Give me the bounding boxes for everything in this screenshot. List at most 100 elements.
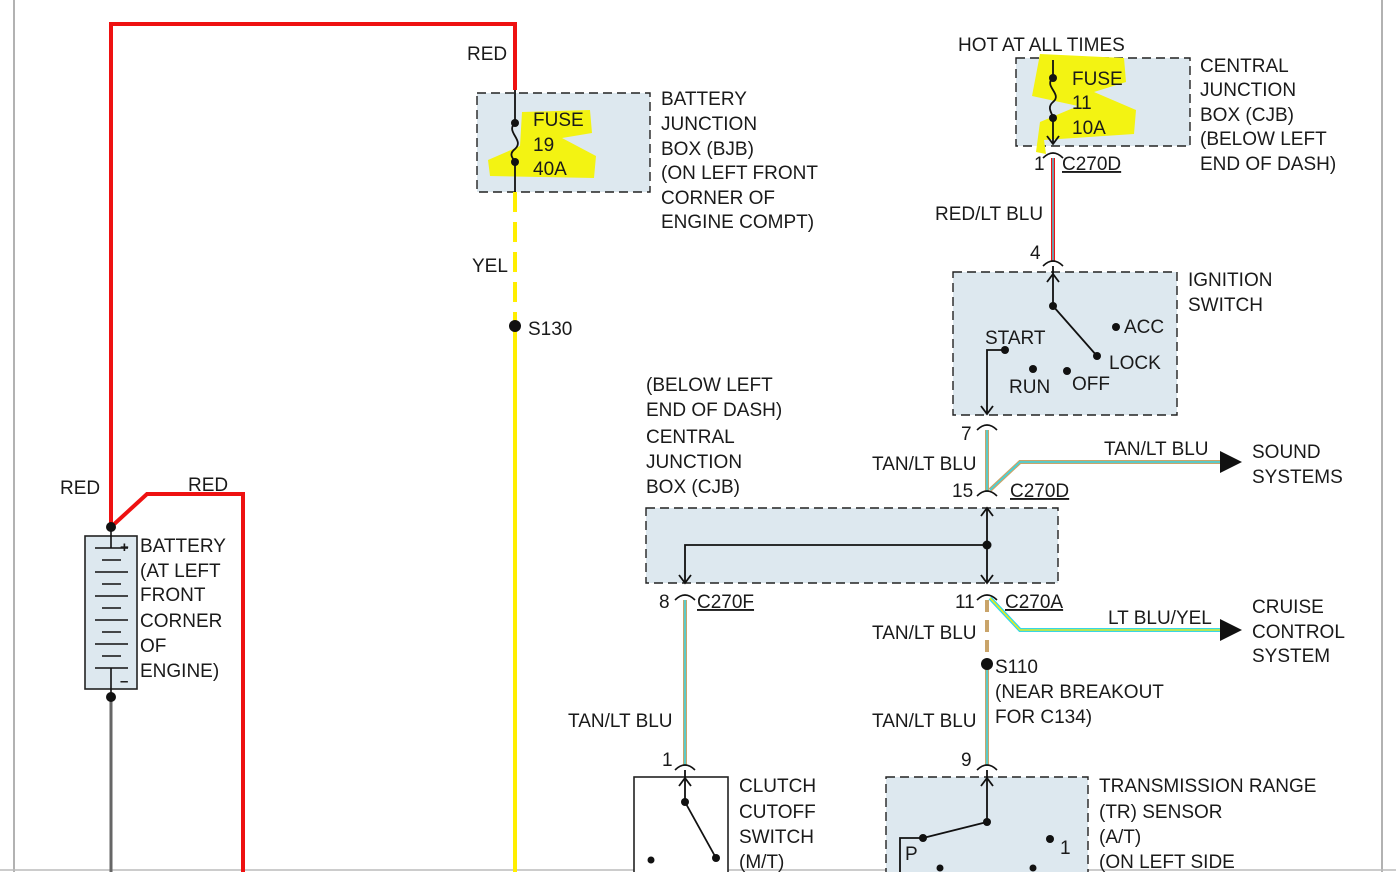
tan-lt-blu-s110-label: TAN/LT BLU	[872, 623, 977, 644]
tr-p-dot	[919, 834, 927, 842]
cjb-fuse-dot-bottom	[1049, 114, 1057, 122]
cruise-1: CONTROL	[1252, 622, 1345, 643]
battery-plus: +	[120, 539, 129, 556]
battery-neg-terminal	[106, 692, 116, 702]
clutch-desc-3: (M/T)	[739, 852, 784, 872]
battery-box	[84, 535, 138, 690]
ign-in-pin: 4	[1030, 243, 1041, 264]
clutch-desc-2: SWITCH	[739, 827, 814, 848]
battery-pos-terminal	[106, 522, 116, 532]
clutch-pivot-dot	[681, 798, 689, 806]
cruise-control-arrow	[1220, 619, 1242, 641]
tr-desc-0: TRANSMISSION RANGE	[1099, 776, 1316, 797]
cjb-lower-desc-4: BOX (CJB)	[646, 477, 740, 498]
bjb-fuse-dot-bottom	[511, 158, 519, 166]
bjb-fuse-dot-top	[511, 119, 519, 127]
clutch-contact-dot-2	[647, 856, 655, 864]
ign-start-label: START	[985, 328, 1046, 349]
tr-1-dot	[1046, 835, 1054, 843]
tr-desc-1: (TR) SENSOR	[1099, 802, 1223, 823]
c270f-name: C270F	[697, 592, 754, 613]
clutch-in-pin: 1	[662, 750, 673, 771]
red-lt-blu-label: RED/LT BLU	[935, 204, 1043, 225]
clutch-contact-dot	[712, 854, 720, 862]
bjb-desc-0: BATTERY	[661, 89, 747, 110]
cjb-lower-desc-3: JUNCTION	[646, 452, 742, 473]
tan-lt-blu-sound-label: TAN/LT BLU	[1104, 439, 1209, 460]
ign-off-label: OFF	[1072, 374, 1110, 395]
c270d-top-pin: 1	[1034, 154, 1045, 175]
bjb-fuse-number: 19	[533, 135, 554, 156]
sound-systems-0: SOUND	[1252, 442, 1321, 463]
s110-label: S110	[995, 657, 1038, 678]
s130-label: S130	[528, 319, 572, 340]
tan-lt-blu-wire-sound	[988, 460, 1222, 492]
red-top-label: RED	[467, 44, 507, 65]
cjb-fuse-rating: 10A	[1072, 118, 1106, 139]
tr-desc-2: (A/T)	[1099, 827, 1141, 848]
tr-dot-4	[1029, 864, 1037, 872]
red-battery-left-label: RED	[60, 478, 100, 499]
tr-pivot-dot	[983, 818, 991, 826]
ignition-title-1: SWITCH	[1188, 295, 1263, 316]
tan-lt-blu-clutch-label: TAN/LT BLU	[568, 711, 673, 732]
bjb-desc-3: (ON LEFT FRONT	[661, 163, 818, 184]
s130-splice-dot	[509, 320, 521, 332]
ignition-switch-internals	[980, 266, 1098, 416]
c270d-top-name: C270D	[1062, 154, 1121, 175]
bjb-desc-4: CORNER OF	[661, 188, 775, 209]
battery-desc-0: BATTERY	[140, 536, 226, 557]
battery-desc-2: FRONT	[140, 585, 206, 606]
cruise-0: CRUISE	[1252, 597, 1324, 618]
bjb-fuse-name: FUSE	[533, 110, 584, 131]
connector-symbols	[674, 152, 1064, 771]
lt-blu-yel-wire-path	[988, 596, 1222, 632]
ignition-title-0: IGNITION	[1188, 270, 1272, 291]
red-wire-top	[109, 22, 517, 527]
ignition-switch-box	[952, 271, 1178, 416]
tr-in-pin: 9	[961, 750, 972, 771]
cjb-fuse-desc-0: CENTRAL	[1200, 56, 1289, 77]
red-battery-right-label: RED	[188, 475, 228, 496]
ign-run-dot	[1029, 365, 1037, 373]
bjb-desc-2: BOX (BJB)	[661, 139, 754, 160]
yel-label: YEL	[472, 256, 508, 277]
bjb-fuse-rating: 40A	[533, 159, 567, 180]
cjb-fuse-name: FUSE	[1072, 69, 1123, 90]
clutch-switch-box	[633, 776, 729, 872]
clutch-desc-1: CUTOFF	[739, 802, 816, 823]
ign-acc-label: ACC	[1124, 317, 1164, 338]
cjb-fuse-desc-1: JUNCTION	[1200, 80, 1296, 101]
tr-desc-3: (ON LEFT SIDE	[1099, 852, 1235, 872]
c270a-name: C270A	[1005, 592, 1063, 613]
bjb-desc-1: JUNCTION	[661, 114, 757, 135]
bjb-desc-5: ENGINE COMPT)	[661, 212, 814, 233]
sound-systems-1: SYSTEMS	[1252, 467, 1343, 488]
cjb-lower-desc-1: END OF DASH)	[646, 400, 782, 421]
ign-off-dot	[1063, 367, 1071, 375]
c270d-mid-name: C270D	[1010, 481, 1069, 502]
hot-at-all-times-label: HOT AT ALL TIMES	[958, 35, 1125, 56]
tan-lt-blu-ign-out-label: TAN/LT BLU	[872, 454, 977, 475]
clutch-desc-0: CLUTCH	[739, 776, 816, 797]
battery-symbol	[95, 527, 128, 697]
cjb-lower-desc-0: (BELOW LEFT	[646, 375, 773, 396]
tr-dot-3	[936, 864, 944, 872]
s110-note-0: (NEAR BREAKOUT	[995, 682, 1164, 703]
cjb-fuse-dot-top	[1049, 74, 1057, 82]
ign-start-dot	[1001, 346, 1009, 354]
tan-lt-blu-tr-label: TAN/LT BLU	[872, 711, 977, 732]
c270f-pin: 8	[659, 592, 670, 613]
cjb-fuse-desc-3: (BELOW LEFT	[1200, 129, 1327, 150]
c270d-mid-pin: 15	[952, 481, 973, 502]
s110-splice-dot	[981, 658, 993, 670]
cruise-2: SYSTEM	[1252, 646, 1330, 667]
battery-desc-3: CORNER	[140, 611, 222, 632]
ign-out-pin: 7	[961, 424, 972, 445]
lt-blu-yel-label: LT BLU/YEL	[1108, 608, 1212, 629]
ign-pivot-dot	[1049, 302, 1057, 310]
cjb-fuse-number: 11	[1072, 93, 1092, 114]
clutch-switch-internals	[678, 770, 717, 859]
tr-sensor-internals	[899, 770, 994, 872]
